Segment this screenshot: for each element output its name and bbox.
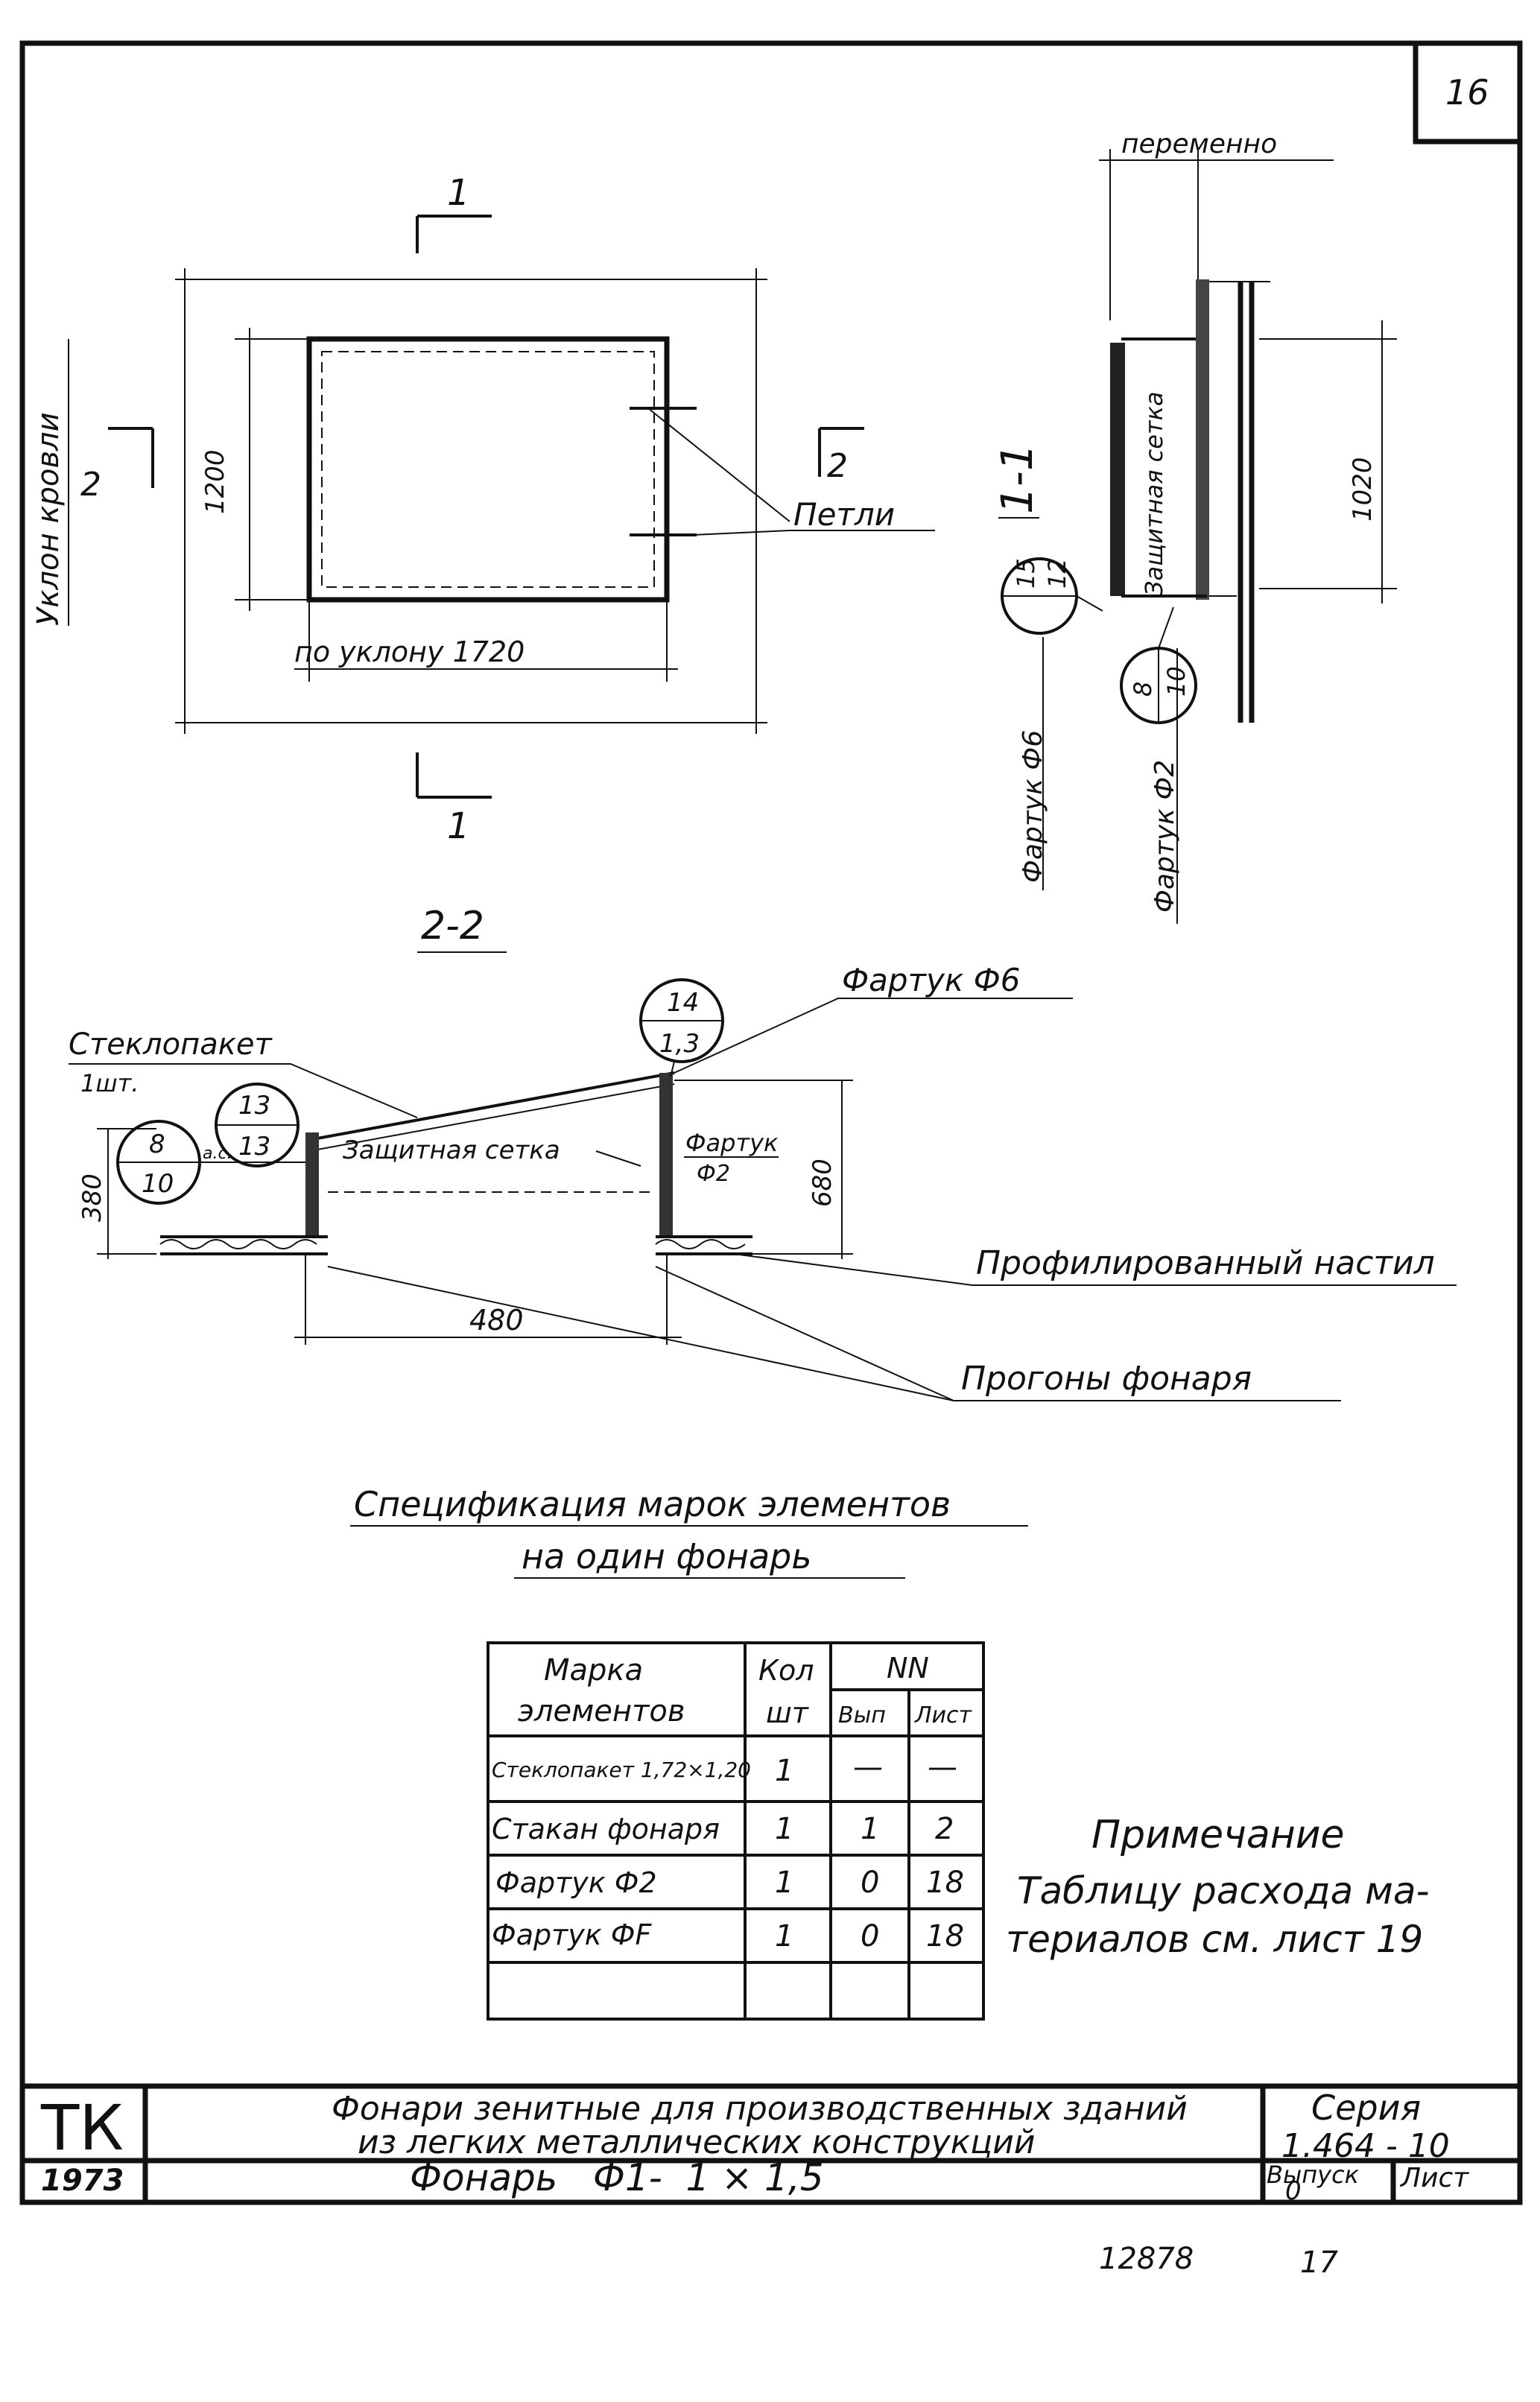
issue-label: Выпуск (1267, 2161, 1360, 2189)
hinges-label: Петли (793, 496, 895, 533)
archive-page: 17 (1300, 2246, 1338, 2280)
ref-a-bottom: 12 (1043, 558, 1071, 589)
title-block: ТК 1973 Фонари зенитные для производстве… (22, 2083, 1520, 2206)
series-label: Серия (1311, 2088, 1421, 2128)
sheet-label: Лист (1399, 2163, 1469, 2193)
archive-number: 12878 (1099, 2242, 1194, 2276)
ref-b-top: 8 (1129, 682, 1157, 697)
slope-label: Уклон кровли (31, 412, 66, 626)
note-heading: Примечание (1091, 1813, 1345, 1857)
header-issue: Вып (838, 1702, 886, 1728)
drawing-title-line1: Фонари зенитные для производственных зда… (332, 2090, 1188, 2128)
row-sheet: — (928, 1750, 957, 1784)
row-mark: Фартук Ф2 (495, 1866, 657, 1899)
ref-14-bottom: 1,3 (659, 1029, 700, 1059)
plan-width-dim: 1200 (200, 449, 230, 514)
header-mark-line2: элементов (518, 1694, 685, 1728)
row-issue: 0 (861, 1866, 879, 1900)
note-line2: териалов см. лист 19 (1006, 1918, 1423, 1961)
table-row: Стеклопакет 1,72×1,20 1 — — (492, 1750, 957, 1788)
glass-unit-label: Стеклопакет (69, 1027, 273, 1062)
spec-title: Спецификация марок элементов на один фон… (350, 1484, 1028, 1579)
purlins-label: Прогоны фонаря (961, 1360, 1252, 1398)
header-mark-line1: Марка (544, 1653, 643, 1688)
row-issue: — (853, 1750, 883, 1784)
plan-view: 1200 по уклону 1720 1 1 2 2 Уклон кровли… (31, 172, 935, 847)
series-value: 1.464 - 10 (1281, 2127, 1450, 2165)
ref-14-top: 14 (667, 988, 699, 1018)
apron-f6-label: Фартук Ф6 (1018, 730, 1048, 883)
table-row: Стакан фонаря 1 1 2 (492, 1812, 954, 1846)
spec-title-line1: Спецификация марок элементов (354, 1484, 951, 1524)
ref-13-bottom: 13 (238, 1132, 270, 1162)
section-mark-right: 2 (827, 447, 848, 485)
spec-title-line2: на один фонарь (522, 1536, 811, 1576)
apron-f2-label: Фартук Ф2 (1150, 760, 1180, 913)
ref-13-top: 13 (238, 1091, 270, 1121)
header-nn: NN (887, 1652, 929, 1685)
row-qty: 1 (775, 1754, 793, 1788)
deck-label: Профилированный настил (976, 1244, 1435, 1282)
section-1-1: 1-1 переменно Защитная сетка 1020 15 12 … (992, 129, 1397, 924)
section-mark-left: 2 (80, 466, 101, 504)
page-number-box: 16 (1413, 43, 1520, 145)
glass-qty-label: 1шт. (80, 1069, 139, 1097)
row-qty: 1 (775, 1919, 793, 1953)
row-mark: Стеклопакет 1,72×1,20 (492, 1758, 751, 1782)
variable-label: переменно (1121, 129, 1277, 159)
row-mark: Фартук ФF (492, 1918, 652, 1951)
row-issue: 0 (861, 1919, 879, 1953)
page-number: 16 (1445, 72, 1489, 113)
section-mark-top: 1 (447, 172, 470, 214)
drawing-title-line2: из легких металлических конструкций (358, 2123, 1035, 2161)
sheet-frame (19, 40, 1523, 2205)
year-label: 1973 (41, 2164, 124, 2198)
header-qty-line1: Кол (758, 1654, 814, 1687)
table-row: Фартук ФF 1 0 18 (492, 1918, 964, 1953)
header-qty-line2: шт (766, 1696, 810, 1729)
row-sheet: 18 (926, 1866, 964, 1900)
height-dim-1-1: 1020 (1348, 457, 1378, 522)
ref-8-bottom: 10 (142, 1169, 174, 1199)
mesh-label-1-1: Защитная сетка (1140, 391, 1168, 596)
row-mark: Стакан фонаря (492, 1813, 720, 1845)
section-mark-bottom: 1 (447, 805, 470, 847)
spec-table: Марка элементов Кол шт NN Вып Лист Стекл… (487, 1641, 985, 2021)
note: Примечание Таблицу расхода ма- териалов … (1006, 1813, 1430, 1961)
section-2-2: 2-2 380 680 480 Стеклопакет 1шт. 13 13 8… (69, 904, 1457, 1401)
issue-value: 0 (1285, 2176, 1302, 2206)
row-issue: 1 (861, 1812, 879, 1846)
row-qty: 1 (775, 1866, 793, 1900)
dim-680: 680 (808, 1159, 837, 1207)
table-row: Фартук Ф2 1 0 18 (495, 1866, 964, 1900)
apron-f2-line2: Ф2 (697, 1161, 730, 1187)
apron-f2-line1: Фартук (685, 1129, 779, 1157)
row-qty: 1 (775, 1812, 793, 1846)
apron-f6-label-2-2: Фартук Ф6 (842, 962, 1020, 998)
row-sheet: 18 (926, 1919, 964, 1953)
org-label: ТК (40, 2091, 124, 2164)
ref-8-top: 8 (149, 1129, 165, 1159)
ref-8-note: а.с. (203, 1144, 232, 1163)
note-line1: Таблицу расхода ма- (1017, 1869, 1430, 1913)
drawing-name: Фонарь Ф1- 1 × 1,5 (410, 2156, 824, 2199)
dim-480: 480 (469, 1304, 524, 1337)
mesh-label-2-2: Защитная сетка (343, 1135, 560, 1165)
plan-length-dim: по уклону 1720 (294, 636, 525, 668)
section-1-1-title: 1-1 (992, 443, 1042, 514)
header-sheet: Лист (914, 1702, 973, 1728)
dim-380: 380 (77, 1173, 107, 1222)
ref-a-top: 15 (1012, 558, 1040, 589)
row-sheet: 2 (935, 1812, 954, 1846)
section-2-2-title: 2-2 (421, 904, 484, 948)
